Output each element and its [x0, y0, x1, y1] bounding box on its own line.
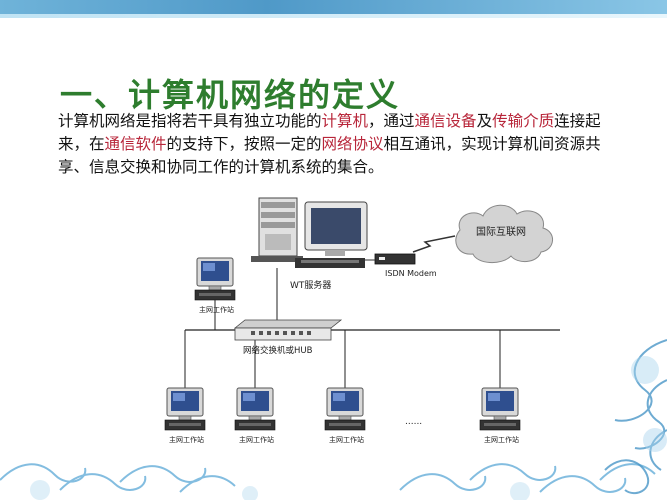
keyword-network-protocol: 网络协议 [321, 135, 384, 153]
text-seg: ，通过 [368, 112, 415, 130]
text-seg: 的支持下，按照一定的 [166, 135, 322, 153]
top-decor-strip [0, 14, 667, 18]
server-monitor-icon [295, 201, 368, 268]
workstation-top-left-icon [194, 257, 236, 301]
workstation-label-3: 主网工作站 [329, 435, 364, 444]
workstation-bottom-2-icon [234, 387, 276, 431]
text-seg: 及 [476, 112, 493, 130]
cloud-label: 国际互联网 [476, 226, 526, 238]
network-diagram-svg: 国际互联网 ISDN Modem WT服务器 [164, 197, 560, 444]
workstation-bottom-3-icon [324, 387, 366, 431]
server-tower-icon [251, 197, 303, 262]
workstation-label-2: 主网工作站 [239, 435, 274, 444]
more-workstations-ellipsis: ...... [405, 417, 422, 427]
workstation-label-1: 主网工作站 [169, 435, 204, 444]
network-switch-icon [233, 319, 343, 341]
keyword-comm-device: 通信设备 [414, 112, 477, 130]
slide-title: 一、计算机网络的定义 [60, 76, 401, 114]
workstation-label-4: 主网工作站 [484, 435, 519, 444]
text-seg: 相互通讯，实现计算机间资源共享、信息交换和协同工作的计算机系统的集合。 [58, 135, 601, 176]
network-diagram: 国际互联网 ISDN Modem WT服务器 [155, 188, 568, 451]
keyword-comm-software: 通信软件 [104, 135, 167, 153]
modem-label: ISDN Modem [385, 269, 437, 278]
hub-label: 网络交换机或HUB [243, 345, 313, 356]
internet-cloud-icon: 国际互联网 [455, 204, 553, 263]
keyword-computer: 计算机 [321, 112, 369, 130]
workstation-bottom-1-icon [164, 387, 206, 431]
wan-link [412, 235, 456, 253]
workstation-bottom-4-icon [479, 387, 521, 431]
text-seg: 计算机网络是指将若干具有独立功能的 [58, 112, 322, 130]
text-seg: 连接起来，在 [58, 112, 601, 153]
keyword-transmission-medium: 传输介质 [492, 112, 555, 130]
server-label: WT服务器 [290, 279, 331, 291]
definition-paragraph: 计算机网络是指将若干具有独立功能的计算机，通过通信设备及传输介质连接起来，在通信… [58, 110, 608, 179]
workstation-label-top-left: 主网工作站 [199, 305, 234, 314]
top-decor-bar [0, 0, 667, 14]
right-dragon-decoration [604, 339, 667, 495]
isdn-modem-icon [374, 253, 416, 265]
